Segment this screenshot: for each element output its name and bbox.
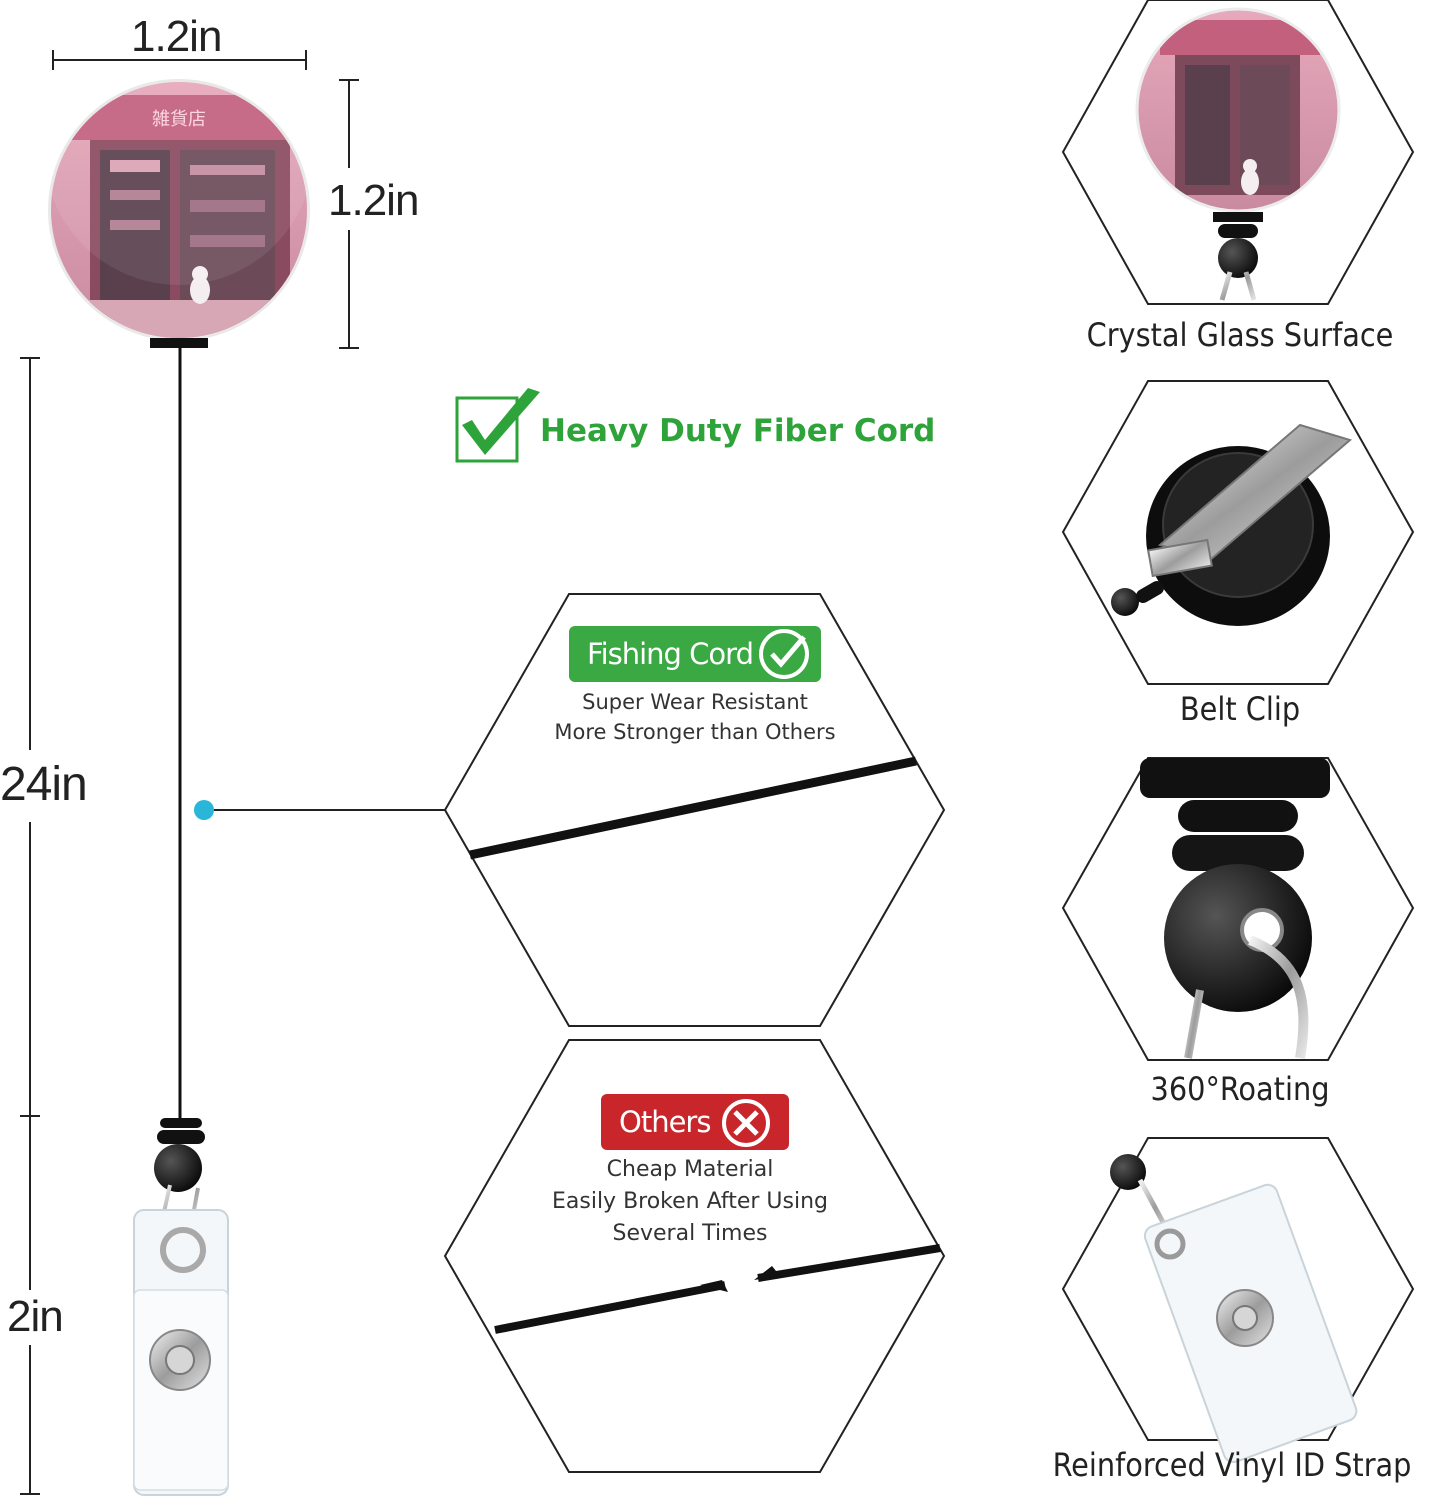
x-circle-icon <box>722 1099 770 1147</box>
crystal-glass-hexagon <box>1061 0 1415 305</box>
others-desc-3: Several Times <box>612 1221 768 1246</box>
strap-length-label: 2in <box>7 1292 64 1341</box>
fishing-cord-hexagon <box>443 593 946 1027</box>
feature-label-rotating: 360°Roating <box>1150 1070 1330 1108</box>
others-desc-2: Easily Broken After Using <box>551 1189 829 1214</box>
feature-label-crystal-glass: Crystal Glass Surface <box>1086 316 1394 354</box>
vinyl-strap-hexagon <box>1061 1137 1415 1464</box>
badge-reel-main: 雑貨店 <box>48 79 310 348</box>
feature-label-belt-clip: Belt Clip <box>1179 690 1301 728</box>
fishing-cord-desc-2: More Stronger than Others <box>554 720 836 744</box>
left-strap-assembly <box>133 1118 229 1496</box>
others-desc-1: Cheap Material <box>606 1157 774 1182</box>
fishing-cord-badge-label: Fishing Cord <box>587 637 754 671</box>
others-badge: Others <box>601 1094 789 1150</box>
others-badge-label: Others <box>619 1105 711 1139</box>
belt-clip-hexagon <box>1061 380 1415 685</box>
height-dimension-line <box>339 79 359 349</box>
fishing-cord-badge: Fishing Cord <box>569 626 821 682</box>
cord-callout-dot <box>194 800 214 820</box>
badge-height-label: 1.2in <box>328 176 419 225</box>
check-icon <box>455 388 540 463</box>
feature-label-vinyl-strap: Reinforced Vinyl ID Strap <box>1052 1446 1412 1484</box>
check-circle-icon <box>759 629 809 679</box>
swivel-hexagon <box>1061 757 1415 1061</box>
fishing-cord-desc-1: Super Wear Resistant <box>582 690 808 714</box>
headline-text: Heavy Duty Fiber Cord <box>540 413 936 449</box>
shop-sign-text: 雑貨店 <box>152 109 206 130</box>
cord-length-label: 24in <box>0 758 88 811</box>
width-dimension-line <box>52 50 307 70</box>
badge-width-label: 1.2in <box>131 12 222 61</box>
cord-dimension-line <box>20 357 40 1495</box>
others-cord-hexagon <box>443 1039 946 1473</box>
